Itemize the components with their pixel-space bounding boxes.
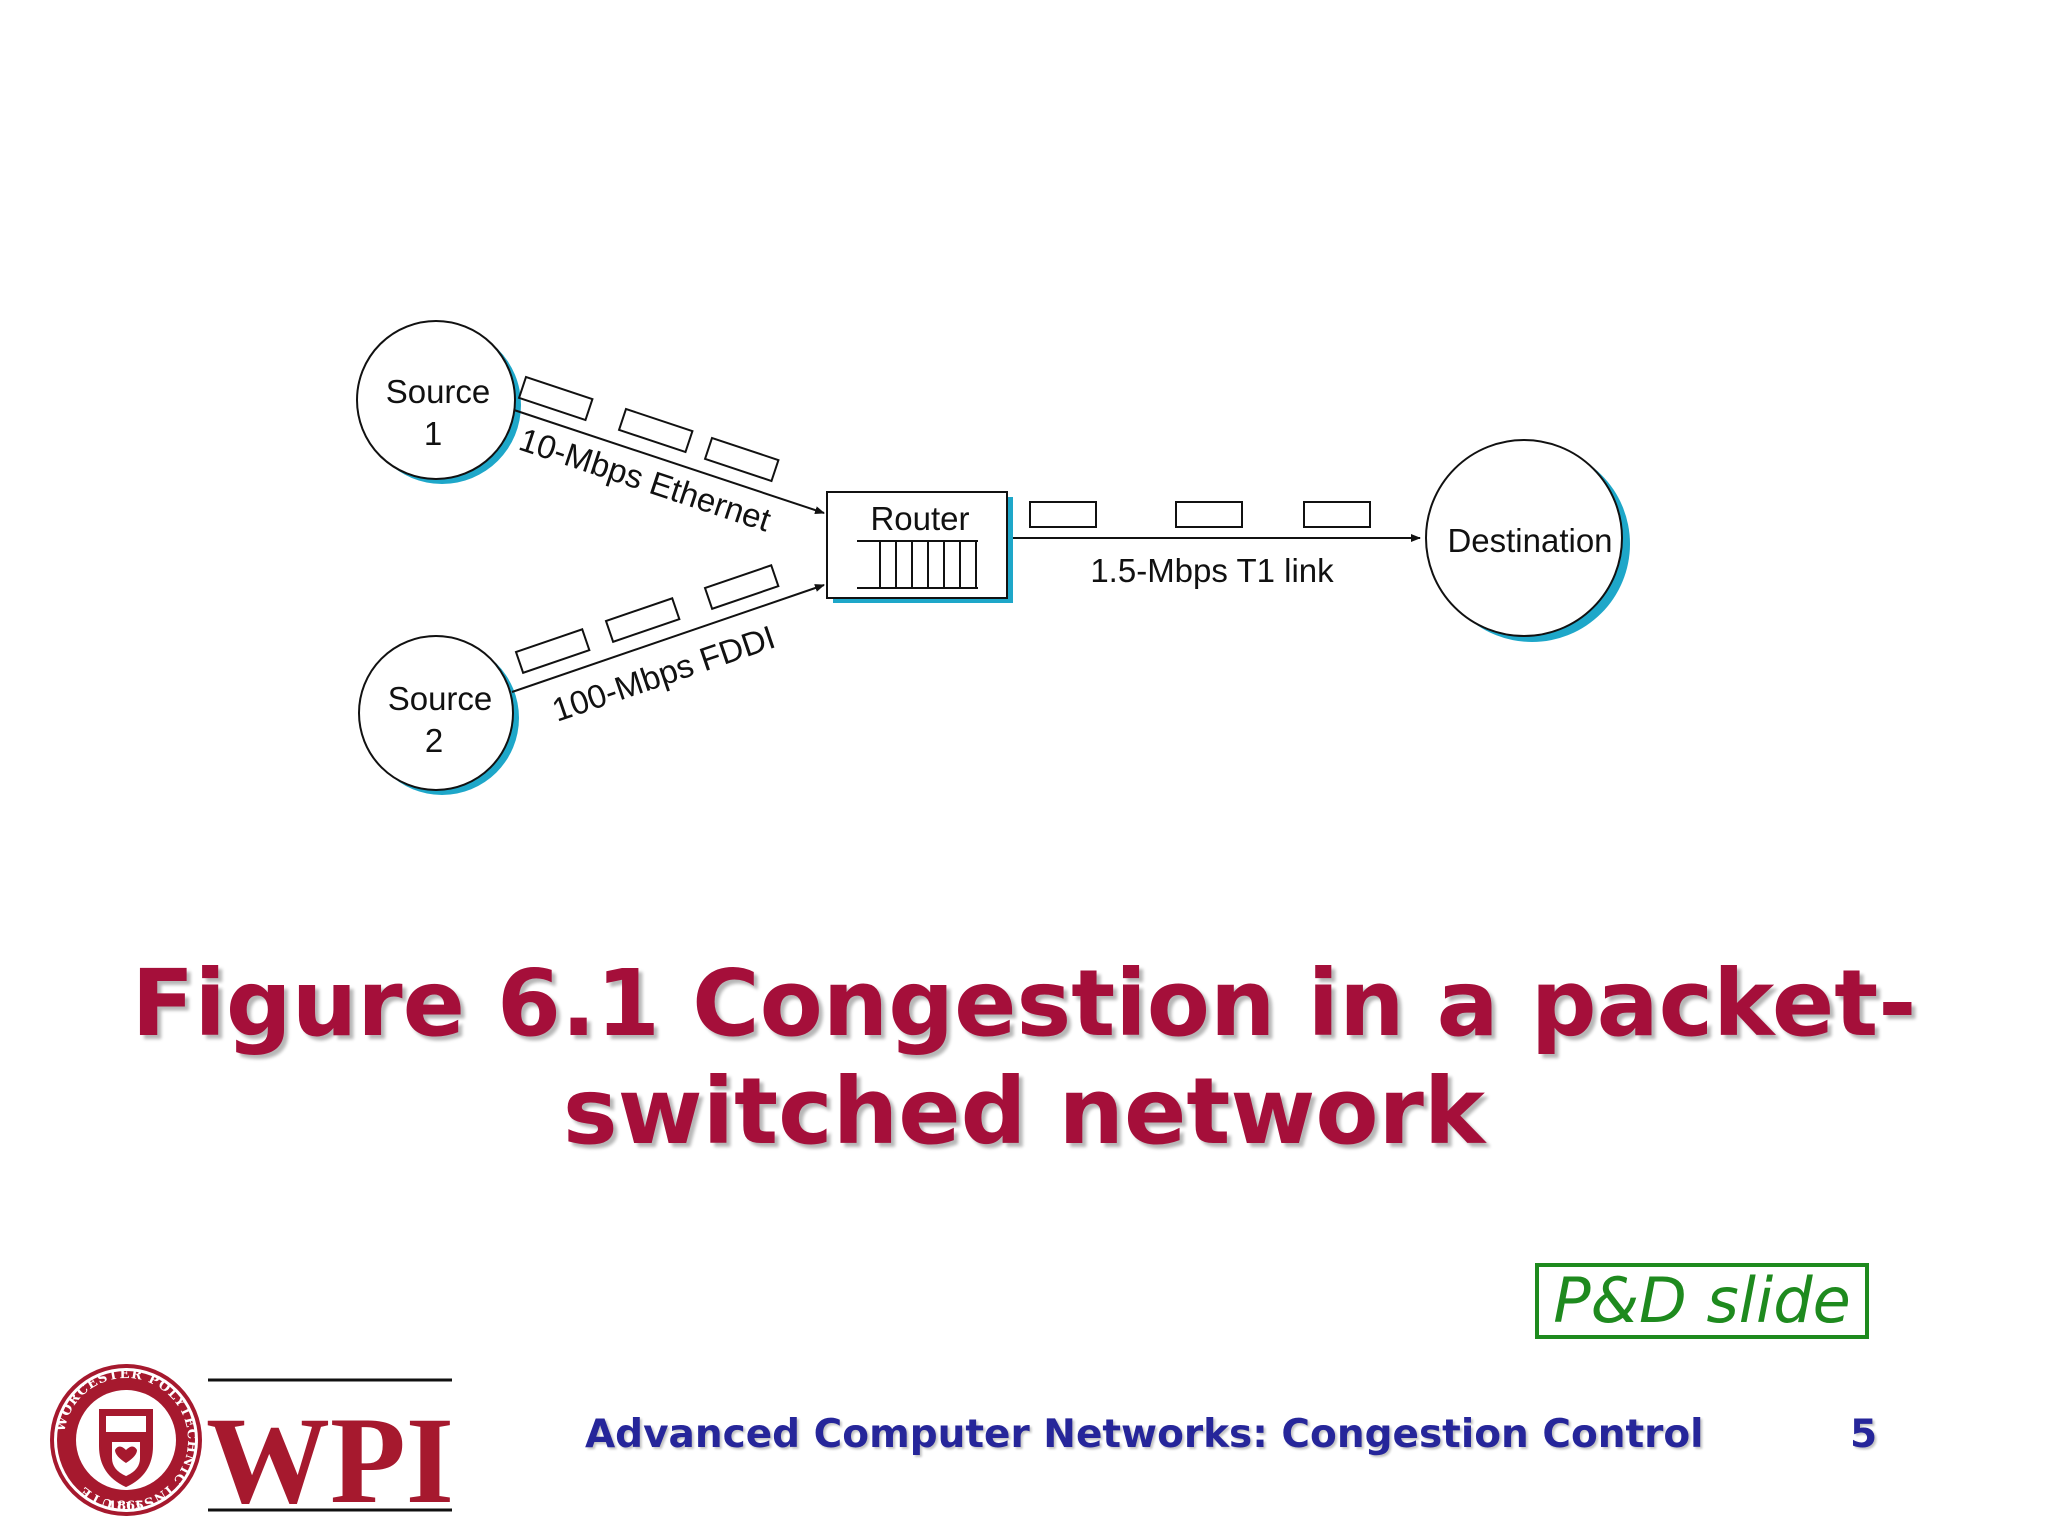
t1-packet (1029, 501, 1097, 528)
slide-title: Figure 6.1 Congestion in a packet- switc… (0, 950, 2048, 1166)
router-label: Router (870, 500, 969, 537)
seal-year: 1865 (108, 1499, 144, 1514)
wpi-logo: WORCESTER POLYTECHNIC INSTITUTE 1865 WPI (50, 1364, 454, 1518)
wpi-wordmark: WPI (206, 1392, 454, 1518)
slide-title-line-2: switched network (562, 1058, 1486, 1165)
source-1-label: Source (386, 373, 491, 410)
t1-packet (1175, 501, 1243, 528)
ethernet-packet (703, 436, 780, 483)
ethernet-packet (617, 407, 694, 454)
pd-slide-badge: P&D slide (1535, 1263, 1869, 1339)
ethernet-packet (517, 375, 594, 422)
source-2-label: Source (388, 680, 493, 717)
fddi-packet (514, 628, 591, 675)
fddi-packet (703, 564, 780, 611)
fddi-packet (604, 597, 681, 644)
slide-title-line-1: Figure 6.1 Congestion in a packet- (131, 950, 1917, 1057)
source-1-node: Source 1 (356, 320, 521, 484)
network-diagram: Source 1 Source 2 Destination Router (356, 320, 1630, 795)
t1-packet (1303, 501, 1371, 528)
destination-node: Destination (1425, 439, 1630, 642)
wpi-seal-icon: WORCESTER POLYTECHNIC INSTITUTE 1865 (50, 1364, 202, 1516)
page-number: 5 (1850, 1412, 1878, 1457)
destination-label: Destination (1447, 522, 1612, 559)
router-node: Router (826, 491, 1013, 603)
footer-course-title: Advanced Computer Networks: Congestion C… (585, 1412, 1704, 1457)
fddi-link-arrow (511, 584, 825, 693)
source-1-number: 1 (424, 415, 442, 452)
router-queue (857, 540, 978, 589)
source-2-node: Source 2 (358, 635, 519, 795)
source-2-number: 2 (425, 722, 443, 759)
t1-link-label: 1.5-Mbps T1 link (1090, 552, 1334, 589)
ethernet-link-arrow (513, 409, 825, 514)
